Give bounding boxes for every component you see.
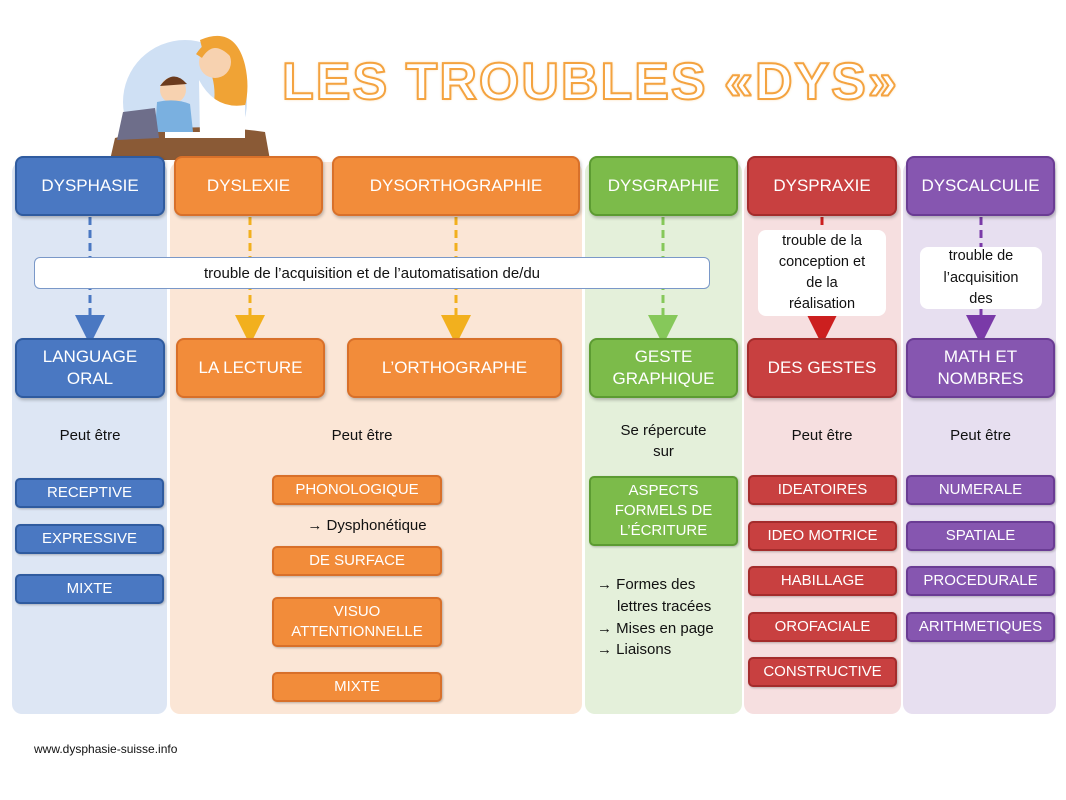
header-dyslexie: DYSLEXIE (174, 156, 323, 216)
column-bg-dysphasie (12, 162, 167, 714)
item-spatiale: SPATIALE (906, 521, 1055, 551)
header-dysgraphie: DYSGRAPHIE (589, 156, 738, 216)
header-dyspraxie: DYSPRAXIE (747, 156, 897, 216)
item-expressive: EXPRESSIVE (15, 524, 164, 554)
target-la-lecture: LA LECTURE (176, 338, 325, 398)
item-constructive: CONSTRUCTIVE (748, 657, 897, 687)
target-des-gestes: DES GESTES (747, 338, 897, 398)
list-dysgraphie-effects: → Formes des lettres tracées → Mises en … (597, 576, 714, 659)
mother-child-illustration (110, 35, 270, 160)
header-dysorthographie: DYSORTHOGRAPHIE (332, 156, 580, 216)
caption-dysphasie: Peut être (59, 427, 121, 444)
item-phonologique: PHONOLOGIQUE (272, 475, 442, 505)
item-ideatoires: IDEATOIRES (748, 475, 897, 505)
target-orthographe: L’ORTHOGRAPHE (347, 338, 562, 398)
header-dyscalculie: DYSCALCULIE (906, 156, 1055, 216)
item-habillage: HABILLAGE (748, 566, 897, 596)
item-orofaciale: OROFACIALE (748, 612, 897, 642)
banner-acquisition: trouble de l’acquisition et de l’automat… (34, 257, 710, 289)
item-arithmetiques: ARITHMETIQUES (906, 612, 1055, 642)
header-dysphasie: DYSPHASIE (15, 156, 165, 216)
page-title: LES TROUBLES «DYS» (281, 52, 899, 112)
item-ideo-motrice: IDEO MOTRICE (748, 521, 897, 551)
item-numerale: NUMERALE (906, 475, 1055, 505)
item-mixte-dysphasie: MIXTE (15, 574, 164, 604)
caption-dyscalculie: Peut être (950, 427, 1011, 444)
item-procedurale: PROCEDURALE (906, 566, 1055, 596)
item-receptive: RECEPTIVE (15, 478, 164, 508)
caption-dyslexie: Peut être (331, 427, 393, 444)
footer-url: www.dysphasie-suisse.info (34, 742, 178, 756)
item-mixte-dyslexie: MIXTE (272, 672, 442, 702)
column-bg-dysgraphie (585, 162, 742, 714)
item-de-surface: DE SURFACE (272, 546, 442, 576)
text-dysphonetique: → Dysphonétique (307, 517, 427, 534)
caption-dyspraxie: Peut être (791, 427, 853, 444)
